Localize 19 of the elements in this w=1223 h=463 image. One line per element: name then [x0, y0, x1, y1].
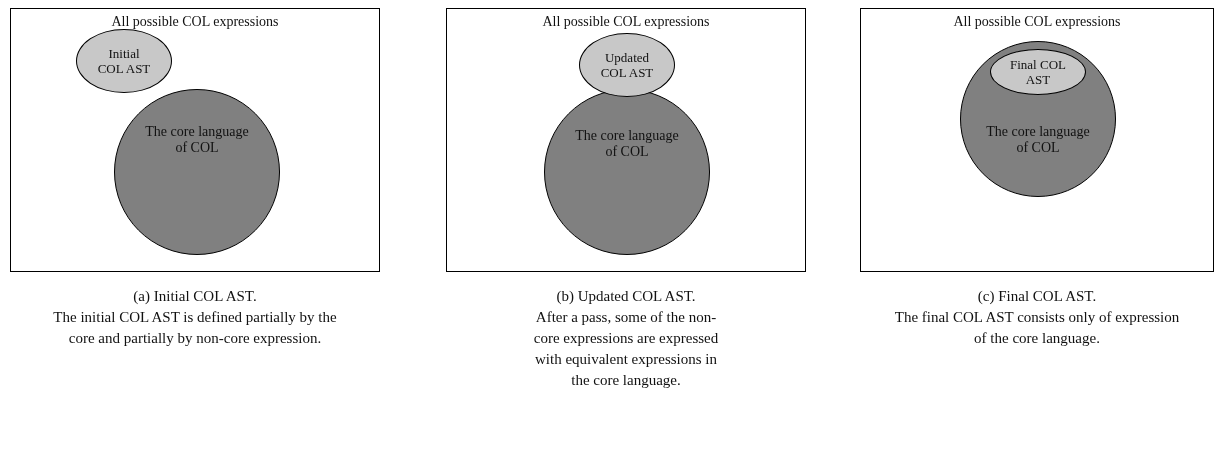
- subfigure-caption: (b) Updated COL AST.: [555, 287, 697, 306]
- caption-text: The final COL AST consists only of expression of the core language.: [893, 308, 1181, 348]
- panel-title: All possible COL expressions: [541, 14, 711, 31]
- panel-title: All possible COL expressions: [110, 14, 280, 31]
- panel-frame: [860, 8, 1214, 272]
- caption-text: After a pass, some of the non-core expressions are expressed with equivalent expressions in the core language.: [532, 308, 720, 390]
- circle-label: The core language of COL: [144, 124, 250, 157]
- caption-text: The initial COL AST is defined partially by the core and partially by non-core expression.: [52, 308, 338, 348]
- circle-label: The core language of COL: [574, 128, 680, 161]
- subfigure-caption: (a) Initial COL AST.: [132, 287, 258, 306]
- circle-label: The core language of COL: [985, 124, 1091, 157]
- ellipse-label: Initial COL AST: [96, 46, 152, 77]
- ast-ellipse: [990, 49, 1086, 95]
- panel-title: All possible COL expressions: [952, 14, 1122, 31]
- subfigure-caption: (c) Final COL AST.: [976, 287, 1098, 306]
- panel-frame: [446, 8, 806, 272]
- ellipse-label: Updated COL AST: [599, 50, 655, 81]
- panel-frame: [10, 8, 380, 272]
- ellipse-label: Final COL AST: [1009, 57, 1067, 88]
